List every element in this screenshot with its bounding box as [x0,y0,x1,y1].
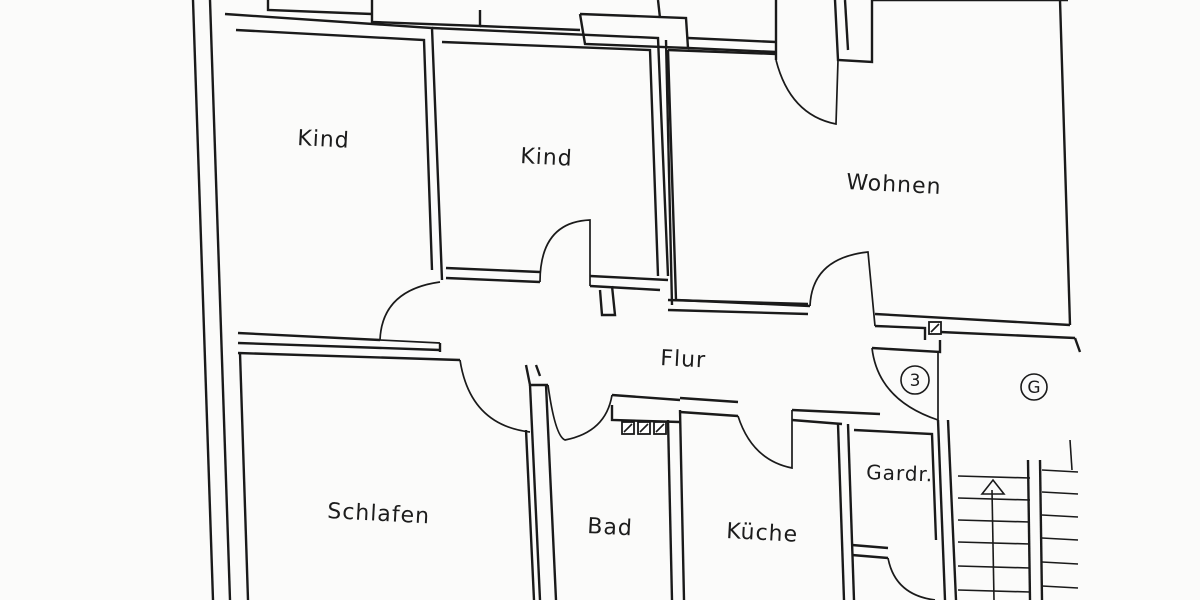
room-wohnen [664,0,1076,340]
label-kind-left: Kind [297,126,351,154]
label-bad: Bad [587,514,634,541]
label-wohnen: Wohnen [846,170,942,200]
shaft-squares [621,321,942,435]
marker-letter: G [1020,373,1048,401]
label-schlafen: Schlafen [327,499,431,529]
door-gardr [887,557,936,600]
marker-number: 3 [900,365,930,395]
door-entrance [871,347,939,422]
label-kind-middle: Kind [520,144,574,172]
corridor-walls [237,285,942,600]
label-kueche: Küche [726,519,799,548]
label-flur: Flur [660,346,707,373]
door-wohnen-balcony [775,59,839,126]
outer-wall-right [1073,337,1082,353]
door-wohnen [809,251,876,327]
room-kueche [836,423,938,600]
door-kind-left [379,281,441,344]
door-bad [547,384,613,441]
top-window-strip [266,0,874,64]
stair-arrow-icon [980,478,1006,495]
marker-letter-text: G [1027,378,1040,398]
room-bad [666,409,686,600]
label-gardr: Gardr. [866,460,934,486]
door-schlafen [459,359,531,433]
door-kind-middle [539,219,591,286]
stairwell [936,419,1079,600]
room-kind-middle [431,26,670,292]
outer-wall-left [191,0,232,600]
room-schlafen [237,351,536,600]
marker-number-text: 3 [910,371,921,391]
door-kueche [737,410,793,470]
